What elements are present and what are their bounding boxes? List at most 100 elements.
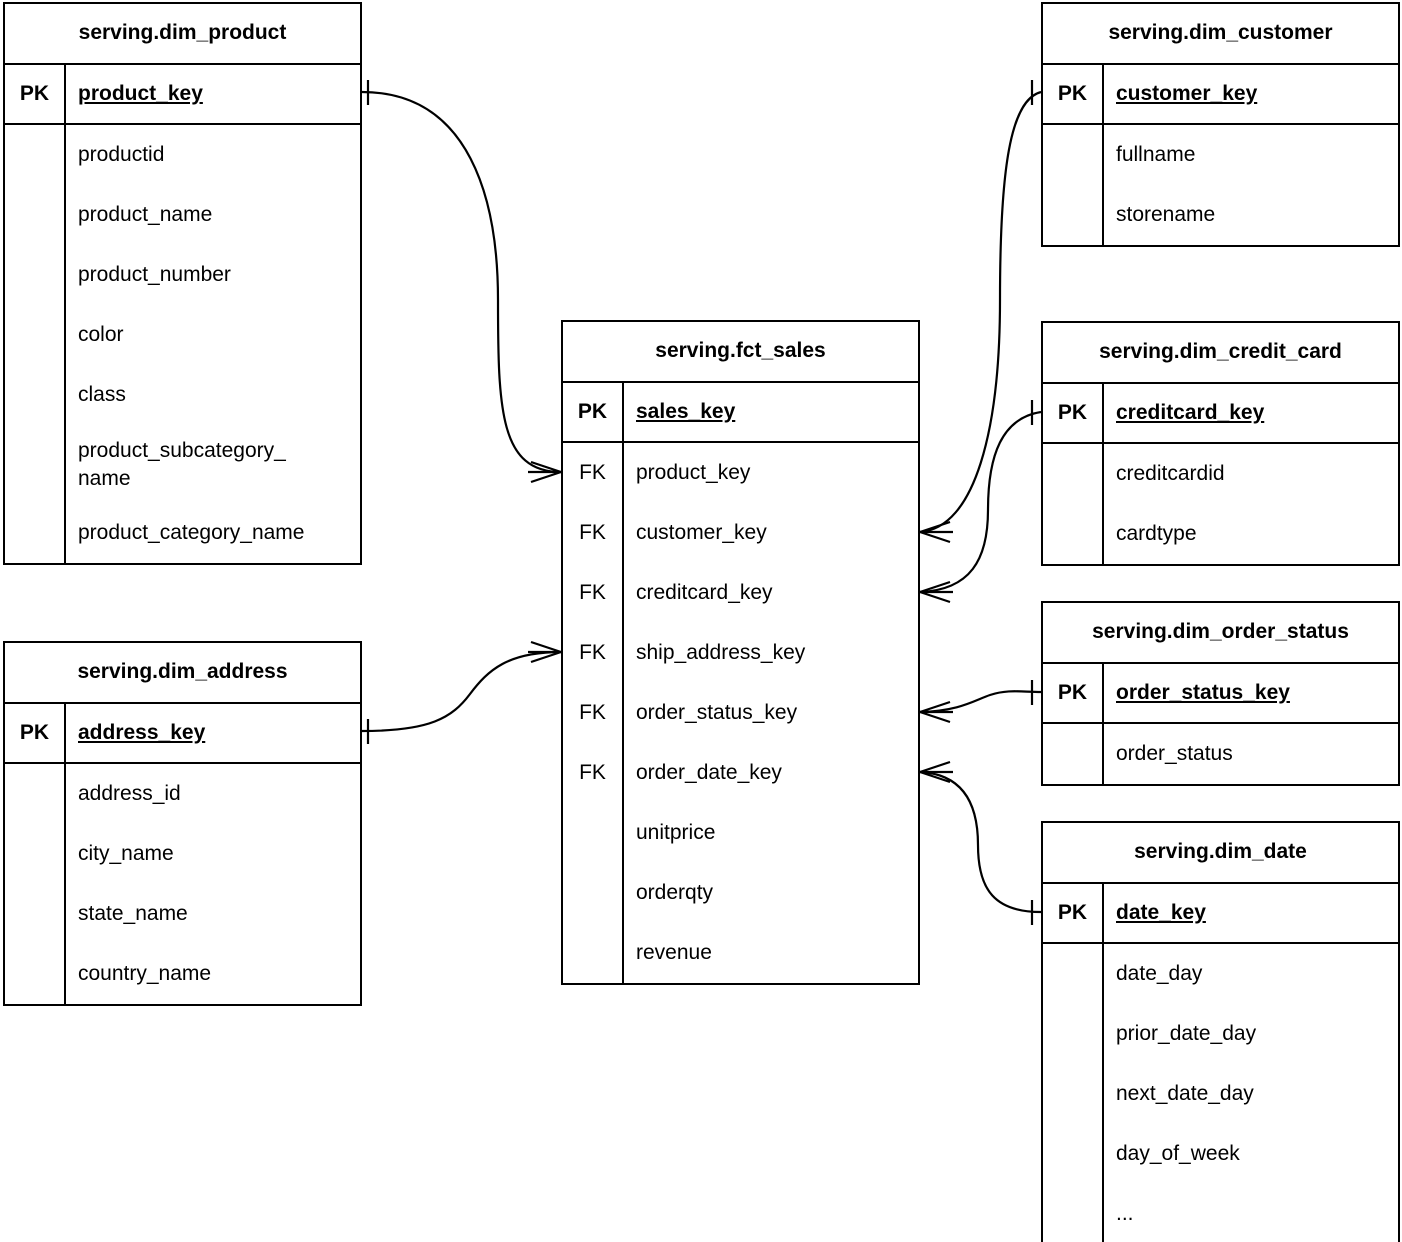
row-dim-order-status-pk[interactable]: PK order_status_key	[1043, 664, 1398, 724]
key-cell-empty	[5, 305, 66, 365]
key-cell-pk: PK	[1043, 384, 1104, 442]
row-attribute[interactable]: product_number	[5, 245, 360, 305]
key-cell-empty	[5, 884, 66, 944]
row-attribute[interactable]: next_date_day	[1043, 1064, 1398, 1124]
entity-title-dim-date: serving.dim_date	[1043, 823, 1398, 884]
row-attribute[interactable]: product_name	[5, 185, 360, 245]
row-dim-address-pk[interactable]: PK address_key	[5, 704, 360, 764]
row-attribute[interactable]: product_category_name	[5, 503, 360, 563]
row-attribute[interactable]: unitprice	[563, 803, 918, 863]
row-attribute[interactable]: FK ship_address_key	[563, 623, 918, 683]
attr-order-status: order_status	[1116, 742, 1233, 765]
row-attribute[interactable]: date_day	[1043, 944, 1398, 1004]
attr-address-key: address_key	[78, 721, 206, 744]
row-attribute[interactable]: color	[5, 305, 360, 365]
attr-city-name: city_name	[78, 842, 174, 865]
attr-ellipsis: ...	[1116, 1202, 1134, 1225]
entity-dim-date[interactable]: serving.dim_date PK date_key date_day pr…	[1041, 821, 1400, 1242]
attr-product-name: product_name	[78, 203, 213, 226]
key-cell-empty	[5, 425, 66, 503]
key-cell-pk: PK	[1043, 664, 1104, 722]
connector-address-to-sales	[361, 640, 562, 744]
key-cell-fk: FK	[563, 623, 624, 683]
attr-customer-key: customer_key	[1116, 82, 1258, 105]
key-cell-pk: PK	[563, 383, 624, 441]
attr-color: color	[78, 323, 124, 346]
row-attribute[interactable]: cardtype	[1043, 504, 1398, 564]
entity-dim-order-status[interactable]: serving.dim_order_status PK order_status…	[1041, 601, 1400, 786]
attr-order-date-key: order_date_key	[636, 761, 782, 784]
attr-cardtype: cardtype	[1116, 522, 1197, 545]
key-cell-pk: PK	[1043, 65, 1104, 123]
attr-creditcard-key: creditcard_key	[636, 581, 773, 604]
row-dim-product-pk[interactable]: PK product_key	[5, 65, 360, 125]
attr-day-of-week: day_of_week	[1116, 1142, 1240, 1165]
key-cell-empty	[1043, 1124, 1104, 1184]
row-fct-sales-pk[interactable]: PK sales_key	[563, 383, 918, 443]
crowfoot-sales-address	[528, 640, 562, 664]
row-attribute[interactable]: order_status	[1043, 724, 1398, 784]
key-cell-empty	[563, 863, 624, 923]
row-dim-credit-card-pk[interactable]: PK creditcard_key	[1043, 384, 1398, 444]
key-cell-empty	[5, 824, 66, 884]
attr-ship-address-key: ship_address_key	[636, 641, 806, 664]
attr-customer-key: customer_key	[636, 521, 767, 544]
attribute-rows-dim-credit-card: creditcardid cardtype	[1043, 444, 1398, 564]
key-cell-empty	[5, 245, 66, 305]
attr-product-subcategory-name: product_subcategory_ name	[78, 439, 286, 490]
connector-sales-to-credit-card	[919, 400, 1042, 604]
key-cell-empty	[1043, 1004, 1104, 1064]
row-attribute[interactable]: prior_date_day	[1043, 1004, 1398, 1064]
row-attribute[interactable]: revenue	[563, 923, 918, 983]
entity-dim-address[interactable]: serving.dim_address PK address_key addre…	[3, 641, 362, 1006]
entity-dim-customer[interactable]: serving.dim_customer PK customer_key ful…	[1041, 2, 1400, 247]
attribute-rows-dim-customer: fullname storename	[1043, 125, 1398, 245]
attr-creditcard-key: creditcard_key	[1116, 401, 1265, 424]
row-attribute[interactable]: state_name	[5, 884, 360, 944]
row-attribute[interactable]: creditcardid	[1043, 444, 1398, 504]
key-cell-fk: FK	[563, 683, 624, 743]
row-attribute[interactable]: productid	[5, 125, 360, 185]
entity-dim-credit-card[interactable]: serving.dim_credit_card PK creditcard_ke…	[1041, 321, 1400, 566]
row-attribute[interactable]: city_name	[5, 824, 360, 884]
row-attribute[interactable]: product_subcategory_ name	[5, 425, 360, 503]
connector-sales-to-date	[919, 760, 1042, 925]
entity-title-fct-sales: serving.fct_sales	[563, 322, 918, 383]
attr-order-status-key: order_status_key	[1116, 681, 1290, 704]
row-attribute[interactable]: FK creditcard_key	[563, 563, 918, 623]
key-cell-empty	[1043, 185, 1104, 245]
row-dim-customer-pk[interactable]: PK customer_key	[1043, 65, 1398, 125]
row-attribute[interactable]: FK customer_key	[563, 503, 918, 563]
attr-prior-date-day: prior_date_day	[1116, 1022, 1257, 1045]
attr-creditcardid: creditcardid	[1116, 462, 1225, 485]
key-cell-pk: PK	[5, 65, 66, 123]
row-attribute[interactable]: storename	[1043, 185, 1398, 245]
entity-title-dim-product: serving.dim_product	[5, 4, 360, 65]
entity-fct-sales[interactable]: serving.fct_sales PK sales_key FK produc…	[561, 320, 920, 985]
key-cell-empty	[1043, 125, 1104, 185]
crowfoot-sales-creditcard	[919, 580, 953, 604]
entity-title-dim-address: serving.dim_address	[5, 643, 360, 704]
key-cell-empty	[5, 503, 66, 563]
attribute-rows-dim-date: date_day prior_date_day next_date_day da…	[1043, 944, 1398, 1242]
row-attribute[interactable]: FK order_status_key	[563, 683, 918, 743]
row-dim-date-pk[interactable]: PK date_key	[1043, 884, 1398, 944]
row-attribute[interactable]: FK order_date_key	[563, 743, 918, 803]
row-attribute[interactable]: ...	[1043, 1184, 1398, 1242]
entity-dim-product[interactable]: serving.dim_product PK product_key produ…	[3, 2, 362, 565]
attr-next-date-day: next_date_day	[1116, 1082, 1254, 1105]
key-cell-empty	[563, 923, 624, 983]
row-attribute[interactable]: day_of_week	[1043, 1124, 1398, 1184]
attr-class: class	[78, 383, 126, 406]
key-cell-empty	[1043, 1064, 1104, 1124]
row-attribute[interactable]: FK product_key	[563, 443, 918, 503]
attr-address-id: address_id	[78, 782, 181, 805]
attr-unitprice: unitprice	[636, 821, 716, 844]
row-attribute[interactable]: orderqty	[563, 863, 918, 923]
row-attribute[interactable]: country_name	[5, 944, 360, 1004]
row-attribute[interactable]: class	[5, 365, 360, 425]
row-attribute[interactable]: address_id	[5, 764, 360, 824]
key-cell-empty	[1043, 444, 1104, 504]
row-attribute[interactable]: fullname	[1043, 125, 1398, 185]
